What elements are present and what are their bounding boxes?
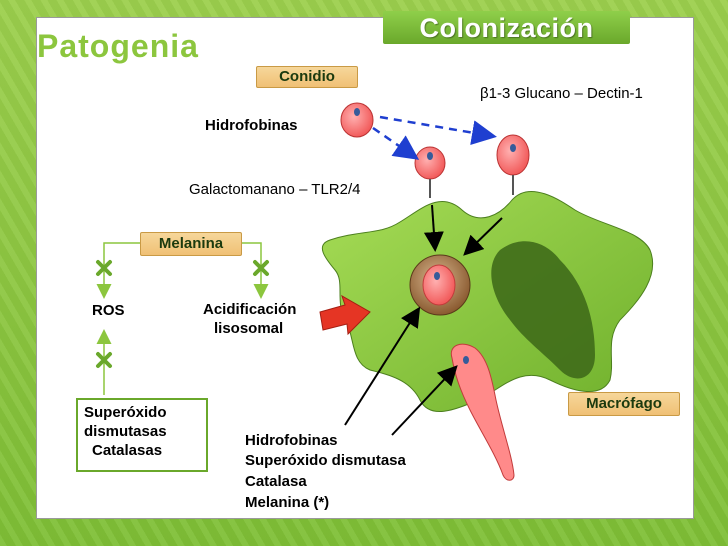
beta-glucano-label: β1-3 Glucano – Dectin-1 bbox=[480, 85, 643, 102]
melanina-right-branch bbox=[240, 242, 269, 299]
conidium-1 bbox=[340, 102, 374, 138]
conidium-3 bbox=[496, 134, 530, 176]
arrow-nucleus-phagosome bbox=[463, 217, 503, 256]
section-heading: Patogenia bbox=[37, 28, 199, 64]
blocked-x-icon bbox=[96, 260, 112, 276]
galactomanano-label: Galactomanano – TLR2/4 bbox=[189, 181, 361, 198]
blocked-x-icon bbox=[96, 352, 112, 368]
melanina-left-branch bbox=[96, 242, 148, 299]
virulence-item: Superóxido dismutasa bbox=[245, 452, 406, 469]
enzymes-line-3: Catalasas bbox=[92, 442, 163, 459]
enzymes-line-2: dismutasas bbox=[84, 423, 167, 440]
conidium-1-nucleus bbox=[354, 108, 360, 116]
arrow-down-phagosome bbox=[423, 204, 444, 252]
conidium-nucleus bbox=[434, 272, 440, 280]
melanina-tag: Melanina bbox=[140, 232, 242, 256]
arrow-virulence-hypha bbox=[391, 365, 458, 436]
dashed-arrow-conidium-3 bbox=[379, 115, 497, 145]
conidium-2 bbox=[414, 146, 446, 180]
hypha bbox=[450, 343, 515, 481]
virulence-item: Hidrofobinas bbox=[245, 432, 338, 449]
conidio-tag: Conidio bbox=[256, 66, 358, 88]
blocked-x-icon bbox=[253, 260, 269, 276]
macrophage-nucleus bbox=[491, 241, 595, 379]
title-banner bbox=[383, 11, 630, 44]
macrofago-tag: Macrófago bbox=[568, 392, 680, 416]
acidificacion-label-1: Acidificación bbox=[203, 301, 297, 318]
virulence-item: Melanina (*) bbox=[245, 494, 330, 511]
internalized-conidium bbox=[422, 264, 456, 306]
virulence-item: Catalasa bbox=[245, 473, 307, 490]
enzymes-box bbox=[76, 398, 208, 472]
conidium-2-nucleus bbox=[427, 152, 433, 160]
hidrofobinas-label: Hidrofobinas bbox=[205, 117, 298, 134]
dashed-arrow-conidium-2 bbox=[372, 126, 420, 160]
red-arrow-icon bbox=[319, 294, 371, 336]
ros-label: ROS bbox=[92, 302, 125, 319]
enzymes-line-1: Superóxido bbox=[84, 404, 167, 421]
acidificacion-label-2: lisosomal bbox=[214, 320, 284, 337]
arrow-virulence-phagosome bbox=[344, 306, 421, 426]
slide-title: Colonización bbox=[419, 13, 594, 43]
hypha-nucleus bbox=[463, 356, 469, 364]
conidium-3-nucleus bbox=[510, 144, 516, 152]
